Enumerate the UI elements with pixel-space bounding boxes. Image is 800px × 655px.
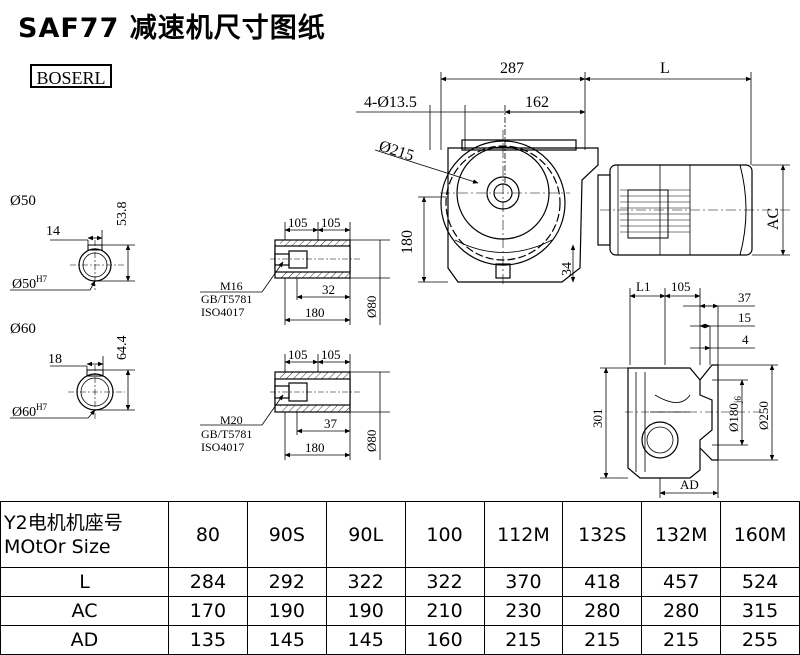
detail2-80: Ø80 xyxy=(364,430,379,452)
size-cell: 112M xyxy=(483,501,564,568)
flange-side-view xyxy=(600,288,778,498)
shaft-50-width: 14 xyxy=(46,224,60,239)
shaft-detail-m16 xyxy=(200,222,390,325)
value-cell: 370 xyxy=(483,567,564,597)
detail1-32: 32 xyxy=(322,282,335,297)
flange-37: 37 xyxy=(738,290,752,305)
dim-AC: AC xyxy=(765,208,782,230)
dim-162: 162 xyxy=(525,94,549,111)
table-row: L 284 292 322 322 370 418 457 524 xyxy=(0,567,800,597)
dim-180-main: 180 xyxy=(399,230,416,254)
size-cell: 100 xyxy=(404,501,485,568)
detail2-thread: M20 xyxy=(220,413,243,427)
value-cell: 255 xyxy=(720,625,800,655)
shaft-60-tol: Ø60H7 xyxy=(12,402,48,420)
flange-4: 4 xyxy=(742,332,749,347)
detail1-thread: M16 xyxy=(220,279,243,293)
detail2-37: 37 xyxy=(324,416,338,431)
value-cell: 315 xyxy=(720,596,800,626)
value-cell: 215 xyxy=(562,625,643,655)
shaft-detail-m20 xyxy=(200,354,390,460)
value-cell: 280 xyxy=(641,596,722,626)
flange-301: 301 xyxy=(590,409,605,429)
header-line-1: Y2电机机座号 xyxy=(4,511,123,534)
size-cell: 132S xyxy=(562,501,643,568)
detail2-std2: ISO4017 xyxy=(201,440,244,454)
row-label: L xyxy=(0,567,169,597)
page-title: SAF77 减速机尺寸图纸 xyxy=(18,13,326,44)
detail1-std2: ISO4017 xyxy=(201,305,244,319)
flange-105: 105 xyxy=(671,279,691,294)
detail1-105b: 105 xyxy=(321,215,341,230)
value-cell: 210 xyxy=(404,596,485,626)
dim-L: L xyxy=(660,60,670,77)
size-cell: 160M xyxy=(720,501,800,568)
flange-15: 15 xyxy=(738,310,751,325)
value-cell: 322 xyxy=(404,567,485,597)
value-cell: 190 xyxy=(325,596,406,626)
dim-287: 287 xyxy=(500,60,524,77)
value-cell: 418 xyxy=(562,567,643,597)
dim-dia215: Ø215 xyxy=(377,138,416,165)
value-cell: 170 xyxy=(168,596,248,626)
value-cell: 135 xyxy=(168,625,248,655)
value-cell: 524 xyxy=(720,567,800,597)
detail1-80: Ø80 xyxy=(364,296,379,318)
shaft-50-view xyxy=(10,230,135,291)
shaft-50-dia: Ø50 xyxy=(10,193,36,209)
table-row: AD 135 145 145 160 215 215 215 255 xyxy=(0,625,800,655)
shaft-50-tol: Ø50H7 xyxy=(12,274,48,292)
shaft-50-height: 53.8 xyxy=(115,202,130,227)
table-header-row: Y2电机机座号 MOtOr Size 80 90S 90L 100 112M 1… xyxy=(0,501,800,568)
detail2-105a: 105 xyxy=(288,347,308,362)
header-line-2: MOtOr Size xyxy=(4,535,111,558)
value-cell: 190 xyxy=(246,596,327,626)
flange-dia180: Ø180j6 xyxy=(726,396,743,432)
dim-holes: 4-Ø13.5 xyxy=(364,94,417,111)
value-cell: 457 xyxy=(641,567,722,597)
value-cell: 145 xyxy=(246,625,327,655)
value-cell: 292 xyxy=(246,567,327,597)
shaft-60-view xyxy=(10,356,135,420)
value-cell: 160 xyxy=(404,625,485,655)
detail2-180: 180 xyxy=(305,440,325,455)
main-gearbox-view xyxy=(356,72,790,285)
detail2-std1: GB/T5781 xyxy=(201,427,252,441)
detail1-105a: 105 xyxy=(288,215,308,230)
table-header-cell: Y2电机机座号 MOtOr Size xyxy=(0,501,169,568)
flange-L1: L1 xyxy=(636,279,650,294)
flange-dia250: Ø250 xyxy=(756,401,771,430)
value-cell: 230 xyxy=(483,596,564,626)
size-cell: 90S xyxy=(246,501,327,568)
size-cell: 80 xyxy=(168,501,248,568)
shaft-60-dia: Ø60 xyxy=(10,321,36,337)
row-label: AD xyxy=(0,625,169,655)
shaft-60-height: 64.4 xyxy=(115,336,130,361)
row-label: AC xyxy=(0,596,169,626)
value-cell: 145 xyxy=(325,625,406,655)
dim-34: 34 xyxy=(560,262,575,276)
detail1-180: 180 xyxy=(305,305,325,320)
value-cell: 215 xyxy=(641,625,722,655)
detail2-105b: 105 xyxy=(321,347,341,362)
value-cell: 284 xyxy=(168,567,248,597)
size-cell: 90L xyxy=(325,501,406,568)
detail1-std1: GB/T5781 xyxy=(201,292,252,306)
dimension-table: Y2电机机座号 MOtOr Size 80 90S 90L 100 112M 1… xyxy=(0,501,800,655)
size-cell: 132M xyxy=(641,501,722,568)
shaft-60-width: 18 xyxy=(48,352,62,367)
value-cell: 280 xyxy=(562,596,643,626)
brand-logo: BOSERL xyxy=(30,64,112,88)
table-row: AC 170 190 190 210 230 280 280 315 xyxy=(0,596,800,626)
technical-drawing: 287 L 4-Ø13.5 162 Ø215 180 34 AC Ø50 14 … xyxy=(10,60,790,498)
flange-AD: AD xyxy=(680,477,699,492)
value-cell: 215 xyxy=(483,625,564,655)
value-cell: 322 xyxy=(325,567,406,597)
